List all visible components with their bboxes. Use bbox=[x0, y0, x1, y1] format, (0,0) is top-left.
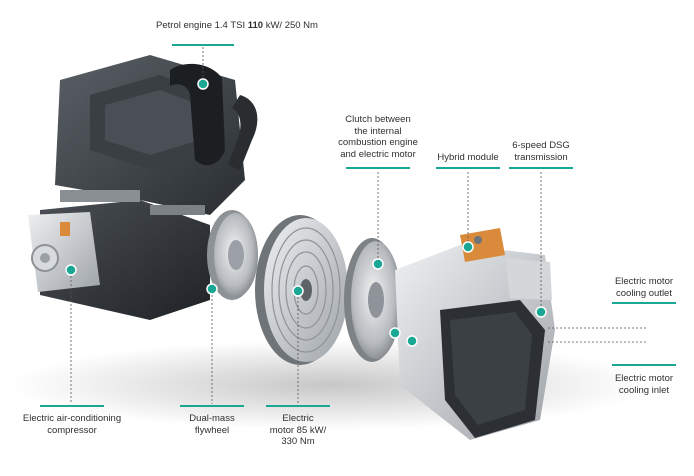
label-petrol-engine-power: 110 bbox=[247, 20, 264, 31]
label-electric-motor-line-1: Electric bbox=[282, 413, 314, 424]
clutch bbox=[344, 238, 401, 362]
label-cooling-outlet: Electric motor cooling outlet bbox=[604, 276, 684, 299]
marker-flywheel bbox=[206, 283, 218, 295]
label-clutch-line-3: combustion engine bbox=[338, 137, 418, 148]
label-clutch: Clutch between the internal combustion e… bbox=[330, 114, 426, 160]
label-bar-electric-motor bbox=[266, 405, 330, 407]
marker-hybrid bbox=[462, 241, 474, 253]
marker-cooling-b bbox=[406, 335, 418, 347]
label-bar-dsg bbox=[509, 167, 573, 169]
label-bar-ac-compressor bbox=[40, 405, 104, 407]
marker-ac bbox=[65, 264, 77, 276]
label-petrol-engine-suffix: kW/ 250 Nm bbox=[263, 20, 318, 31]
label-flywheel: Dual-mass flywheel bbox=[172, 413, 252, 436]
hybrid-module bbox=[460, 228, 505, 262]
label-cooling-outlet-line-1: Electric motor bbox=[614, 276, 674, 287]
marker-engine bbox=[197, 78, 209, 90]
label-electric-motor: Electric motor 85 kW/ 330 Nm bbox=[258, 413, 338, 448]
label-cooling-inlet-line-2: cooling inlet bbox=[618, 384, 670, 396]
label-electric-motor-line-2: motor 85 kW/ bbox=[269, 424, 327, 436]
marker-clutch bbox=[372, 258, 384, 270]
label-dsg: 6-speed DSG transmission bbox=[506, 140, 576, 163]
label-hybrid-module: Hybrid module bbox=[428, 152, 508, 164]
marker-motor bbox=[292, 285, 304, 297]
leader-lines bbox=[70, 47, 647, 404]
label-cooling-inlet: Electric motor cooling inlet bbox=[604, 373, 684, 396]
ac-compressor bbox=[28, 212, 100, 292]
label-electric-motor-line-3: 330 Nm bbox=[281, 436, 315, 447]
dsg-transmission bbox=[395, 245, 555, 440]
label-hybrid-module-text: Hybrid module bbox=[437, 152, 499, 163]
label-ac-compressor-line-2: compressor bbox=[47, 424, 97, 436]
label-ac-compressor-line-1: Electric air-conditioning bbox=[22, 413, 122, 424]
label-bar-cooling-outlet bbox=[612, 302, 676, 304]
label-ac-compressor: Electric air-conditioning compressor bbox=[12, 413, 132, 436]
label-dsg-line-1: 6-speed DSG bbox=[512, 140, 570, 151]
label-bar-flywheel bbox=[180, 405, 244, 407]
label-petrol-engine-prefix: Petrol engine 1.4 TSI bbox=[156, 20, 248, 31]
marker-cooling-a bbox=[389, 327, 401, 339]
label-flywheel-line-2: flywheel bbox=[194, 424, 230, 436]
label-dsg-line-2: transmission bbox=[514, 151, 568, 163]
label-cooling-outlet-line-2: cooling outlet bbox=[616, 287, 672, 299]
label-flywheel-line-1: Dual-mass bbox=[189, 413, 235, 424]
label-bar-hybrid-module bbox=[436, 167, 500, 169]
label-bar-cooling-inlet bbox=[612, 364, 676, 366]
label-clutch-line-4: and electric motor bbox=[340, 148, 416, 160]
label-clutch-line-2: the internal bbox=[354, 125, 402, 137]
label-petrol-engine: Petrol engine 1.4 TSI 110 kW/ 250 Nm bbox=[152, 20, 322, 32]
markers bbox=[65, 78, 547, 347]
label-bar-petrol-engine bbox=[172, 44, 234, 46]
dual-mass-flywheel bbox=[207, 210, 258, 300]
label-bar-clutch bbox=[346, 167, 410, 169]
label-clutch-line-1: Clutch between bbox=[345, 114, 411, 125]
marker-dsg bbox=[535, 306, 547, 318]
label-cooling-inlet-line-1: Electric motor bbox=[614, 373, 674, 384]
